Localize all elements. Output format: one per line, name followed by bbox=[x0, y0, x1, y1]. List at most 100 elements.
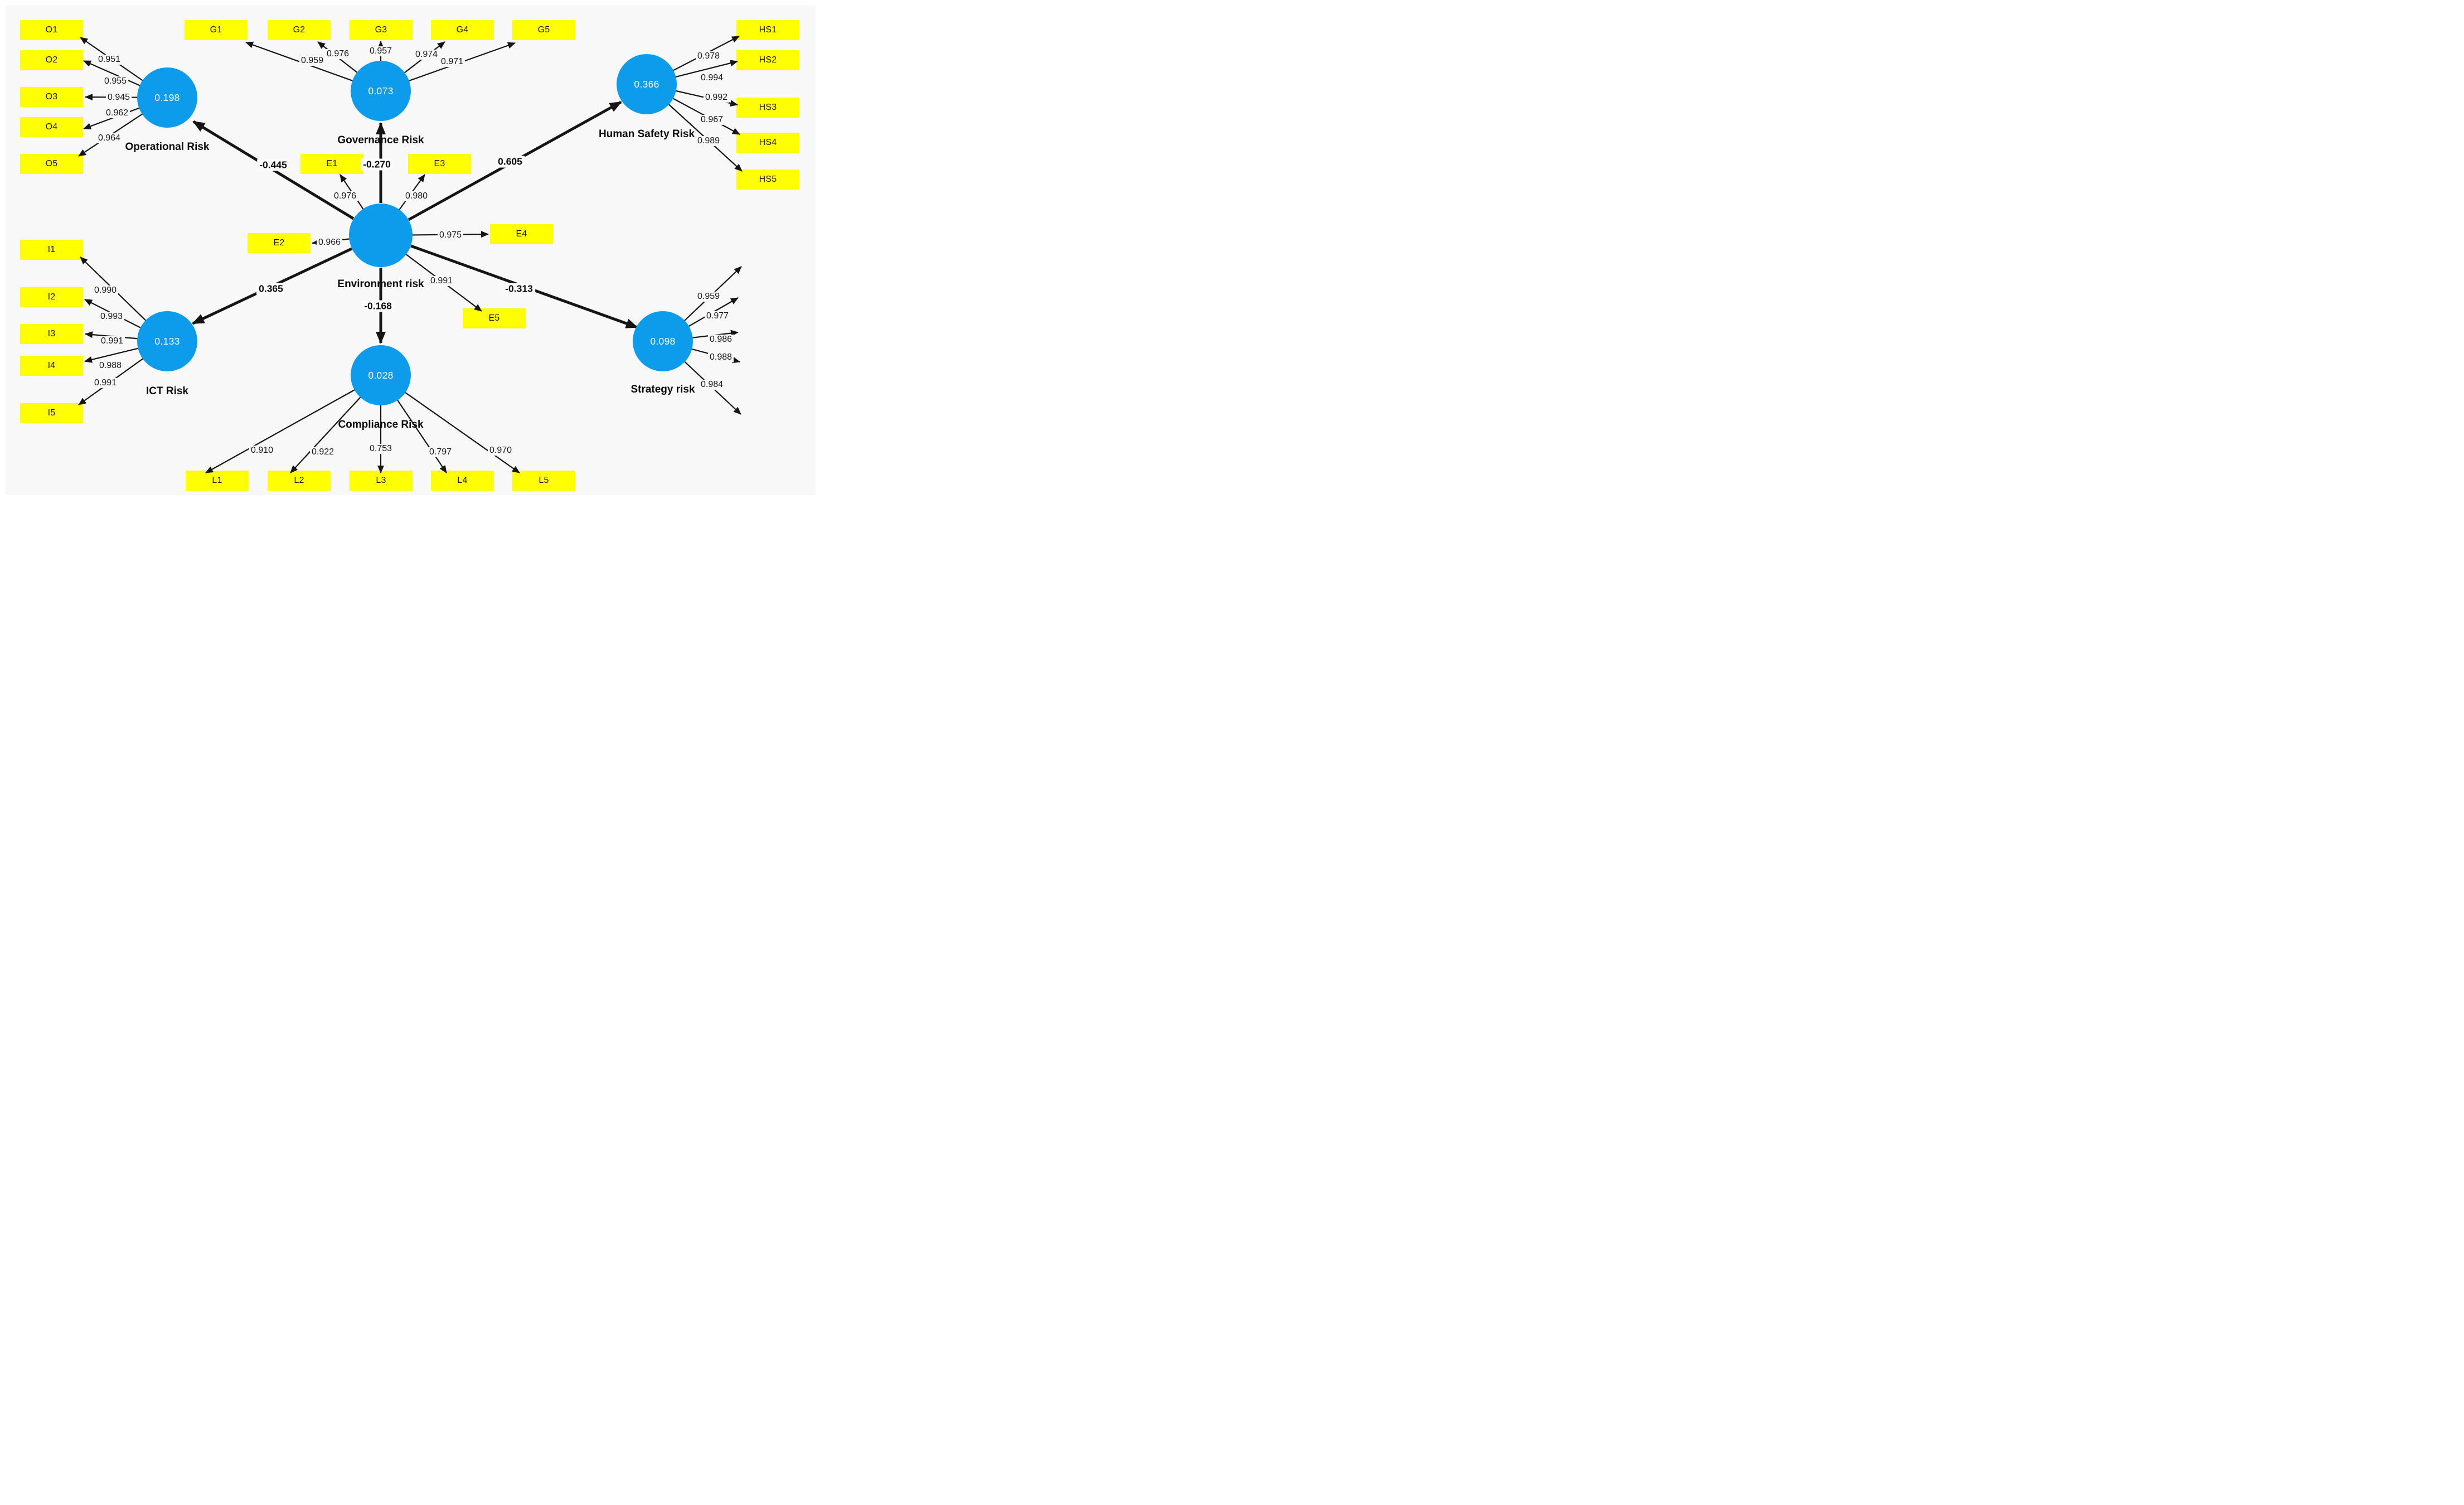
indicator-L3: L3 bbox=[350, 471, 413, 491]
loading-value-label: 0.975 bbox=[437, 230, 464, 240]
loading-value-label: 0.970 bbox=[487, 446, 514, 456]
loading-value-label: 0.922 bbox=[309, 447, 336, 457]
path-coefficient-label: 0.605 bbox=[496, 156, 525, 168]
indicator-label: O3 bbox=[45, 92, 58, 101]
construct-compliance: 0.028 bbox=[351, 345, 411, 405]
construct-strategy: 0.098 bbox=[633, 311, 693, 371]
path-coefficient-label: 0.365 bbox=[256, 283, 285, 295]
indicator-label: HS4 bbox=[759, 138, 777, 147]
construct-circles-layer: 0.198 0.073 0.366 0.133 0.028 0.098 bbox=[6, 6, 816, 495]
indicator-label: HS2 bbox=[759, 55, 777, 65]
indicator-L4: L4 bbox=[431, 471, 494, 491]
loading-edge bbox=[205, 375, 381, 473]
loading-value-label: 0.984 bbox=[699, 380, 725, 390]
loading-value-label: 0.964 bbox=[96, 133, 123, 143]
construct-governance: 0.073 bbox=[351, 61, 411, 121]
indicator-label: I3 bbox=[47, 329, 56, 338]
construct-label-operational: Operational Risk bbox=[125, 141, 210, 153]
indicator-label: I2 bbox=[47, 292, 56, 302]
loading-value-label: 0.976 bbox=[324, 49, 351, 59]
loading-value-label: 0.991 bbox=[99, 336, 125, 346]
indicator-O5: O5 bbox=[20, 154, 83, 174]
indicator-I1: I1 bbox=[20, 240, 83, 260]
loading-value-label: 0.971 bbox=[439, 57, 465, 67]
indicator-HS2: HS2 bbox=[736, 50, 799, 70]
indicator-label: O2 bbox=[45, 55, 58, 65]
loading-value-label: 0.988 bbox=[707, 352, 734, 362]
indicator-label: E1 bbox=[326, 159, 338, 168]
construct-human-safety: 0.366 bbox=[617, 54, 677, 114]
indicator-label: I4 bbox=[47, 361, 56, 370]
loading-value-label: 0.962 bbox=[104, 108, 130, 118]
construct-r2-value: 0.098 bbox=[650, 335, 676, 347]
loading-value-label: 0.994 bbox=[699, 73, 725, 83]
indicator-HS4: HS4 bbox=[736, 133, 799, 153]
construct-r2-value: 0.198 bbox=[154, 91, 180, 103]
indicator-label: O4 bbox=[45, 122, 58, 132]
indicator-label: L2 bbox=[294, 476, 304, 485]
indicator-G3: G3 bbox=[350, 20, 413, 40]
construct-label-environment: Environment risk bbox=[337, 278, 424, 290]
indicator-I5: I5 bbox=[20, 403, 83, 423]
indicator-label: L4 bbox=[457, 476, 468, 485]
indicator-label: E2 bbox=[273, 238, 285, 248]
indicator-label: G3 bbox=[375, 25, 387, 35]
loading-value-label: 0.967 bbox=[699, 115, 725, 125]
path-coefficient-label: -0.313 bbox=[503, 283, 535, 295]
indicator-label: HS1 bbox=[759, 25, 777, 35]
loading-value-label: 0.977 bbox=[704, 311, 731, 321]
indicator-G2: G2 bbox=[268, 20, 331, 40]
indicator-G1: G1 bbox=[185, 20, 248, 40]
path-coefficient-label: -0.445 bbox=[257, 159, 289, 171]
indicator-label: E4 bbox=[516, 229, 527, 239]
indicator-O4: O4 bbox=[20, 117, 83, 137]
indicator-label: HS5 bbox=[759, 175, 777, 184]
construct-label-governance: Governance Risk bbox=[337, 134, 424, 146]
indicator-O1: O1 bbox=[20, 20, 83, 40]
construct-ict: 0.133 bbox=[137, 311, 197, 371]
loading-value-label: 0.993 bbox=[98, 312, 125, 322]
indicator-label: L3 bbox=[376, 476, 386, 485]
indicator-HS1: HS1 bbox=[736, 20, 799, 40]
indicator-label: I1 bbox=[47, 245, 56, 254]
indicator-label: L1 bbox=[212, 476, 222, 485]
loading-value-label: 0.959 bbox=[299, 56, 326, 66]
indicator-L5: L5 bbox=[512, 471, 575, 491]
indicator-HS5: HS5 bbox=[736, 170, 799, 190]
indicator-label: HS3 bbox=[759, 103, 777, 112]
indicator-I4: I4 bbox=[20, 356, 83, 376]
indicator-E3: E3 bbox=[408, 154, 471, 174]
indicator-E4: E4 bbox=[490, 224, 553, 244]
loading-value-label: 0.990 bbox=[92, 285, 119, 296]
loading-value-label: 0.753 bbox=[367, 444, 394, 454]
construct-label-strategy: Strategy risk bbox=[630, 384, 695, 395]
loading-value-label: 0.988 bbox=[97, 361, 124, 371]
loading-value-label: 0.992 bbox=[703, 93, 730, 103]
construct-r2-value: 0.366 bbox=[634, 78, 659, 90]
loading-value-label: 0.797 bbox=[427, 447, 454, 457]
indicator-G5: G5 bbox=[512, 20, 575, 40]
construct-operational: 0.198 bbox=[137, 67, 197, 128]
path-coefficient-label: -0.270 bbox=[361, 158, 393, 171]
loading-value-label: 0.951 bbox=[96, 55, 123, 65]
indicator-I3: I3 bbox=[20, 324, 83, 344]
loading-value-label: 0.974 bbox=[413, 50, 440, 60]
path-coefficient-label: -0.168 bbox=[362, 300, 394, 312]
construct-label-ict: ICT Risk bbox=[145, 385, 189, 397]
indicator-label: G2 bbox=[293, 25, 305, 35]
loading-value-label: 0.991 bbox=[428, 276, 455, 286]
loading-value-label: 0.959 bbox=[695, 292, 722, 302]
indicator-O3: O3 bbox=[20, 87, 83, 107]
loading-value-label: 0.978 bbox=[695, 51, 722, 61]
indicator-label: G1 bbox=[210, 25, 222, 35]
indicator-O2: O2 bbox=[20, 50, 83, 70]
construct-r2-value: 0.133 bbox=[154, 335, 180, 347]
loading-value-label: 0.976 bbox=[332, 191, 358, 201]
indicator-L2: L2 bbox=[268, 471, 331, 491]
loading-value-label: 0.980 bbox=[403, 191, 430, 201]
indicator-E1: E1 bbox=[300, 154, 363, 174]
